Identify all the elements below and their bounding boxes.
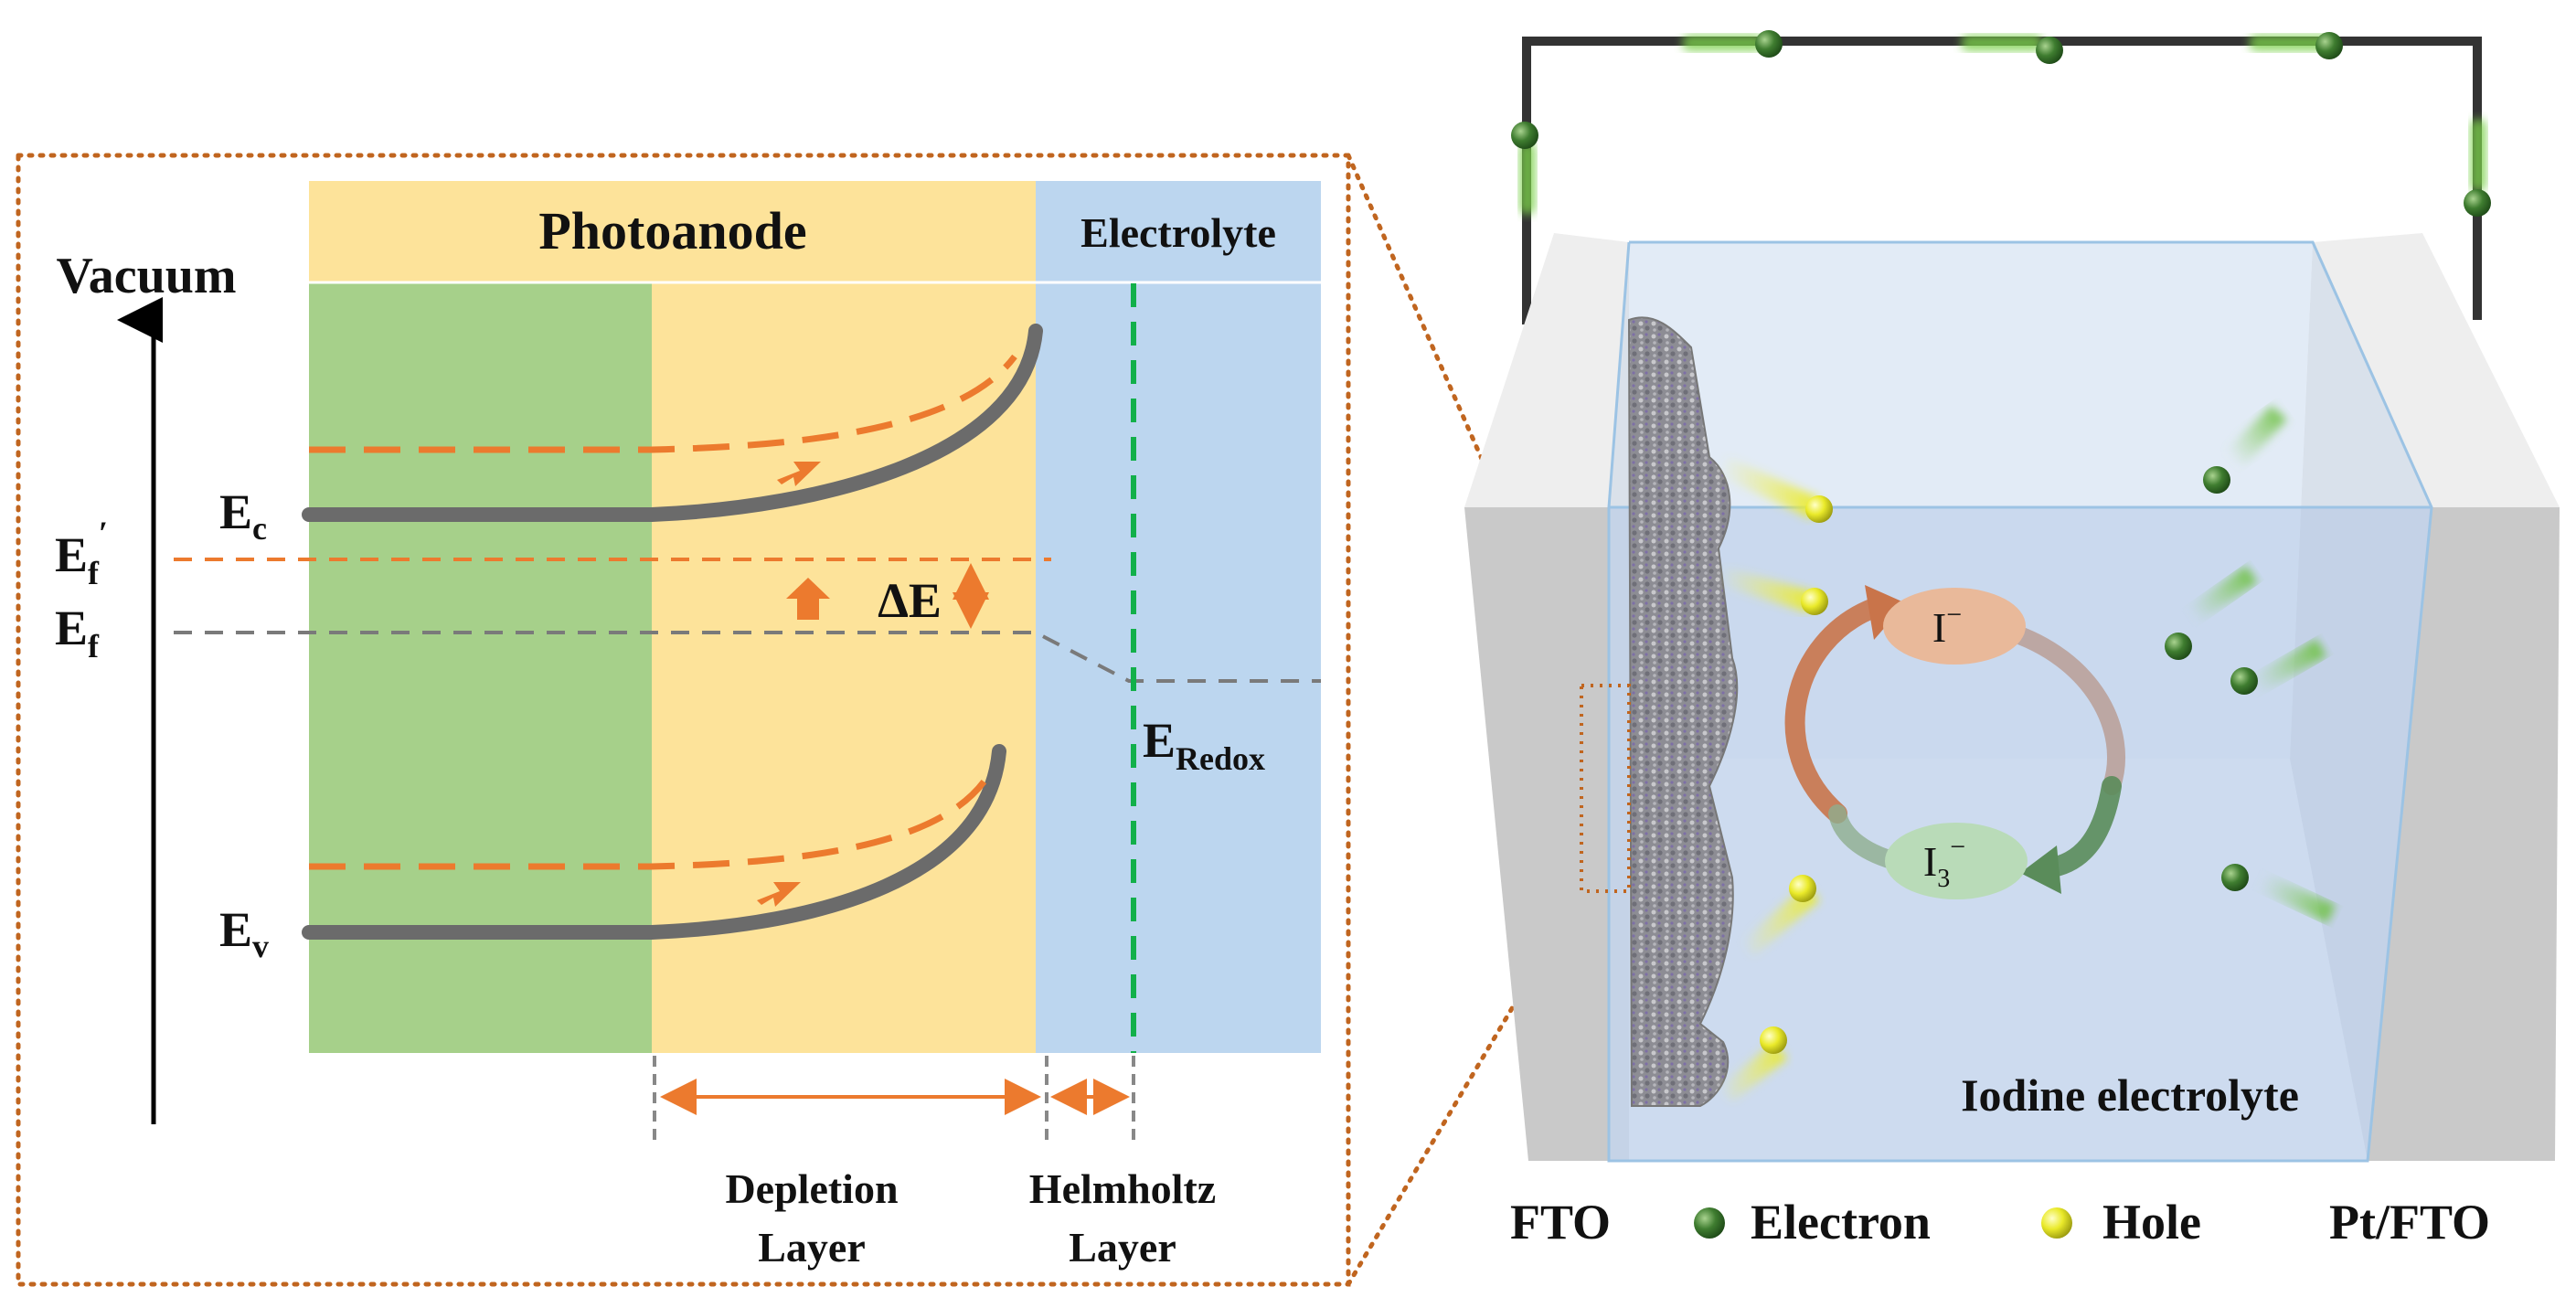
holes bbox=[1719, 457, 1833, 1101]
helmholtz-layer-label-line1: Helmholtz bbox=[1029, 1165, 1216, 1212]
semiconductor-film bbox=[1627, 316, 1739, 1107]
triiodide-ellipse bbox=[1885, 823, 2028, 899]
eredox-label: ERedox bbox=[1143, 713, 1265, 777]
hole-icon bbox=[1801, 588, 1828, 615]
electron-icon bbox=[1511, 122, 1538, 149]
valence-band bbox=[302, 744, 1006, 940]
electron-icon bbox=[2315, 32, 2343, 59]
solar-cell-panel: I− I3− Iodine electrolyte bbox=[1464, 30, 2560, 1163]
electrolyte-top-face bbox=[1609, 242, 2432, 507]
wire-electrons bbox=[1511, 30, 2491, 217]
legend: FTO Electron Hole Pt/FTO bbox=[1510, 1195, 2490, 1250]
redox-cycle: I− I3− bbox=[1784, 585, 2125, 899]
iodide-label: I− bbox=[1932, 600, 1962, 651]
conduction-shift-arrow bbox=[777, 462, 821, 486]
svg-text:Ev: Ev bbox=[219, 902, 269, 964]
electrolyte-label: Electrolyte bbox=[1080, 209, 1276, 256]
electron-icon bbox=[1755, 30, 1783, 58]
vacuum-label: Vacuum bbox=[56, 248, 236, 304]
hole-icon bbox=[1805, 495, 1833, 523]
conduction-band-shifted bbox=[309, 354, 1017, 453]
layer-width-markers bbox=[653, 1056, 1135, 1143]
svg-text:Ec: Ec bbox=[219, 484, 267, 547]
conduction-band bbox=[302, 324, 1043, 522]
hole-icon bbox=[1760, 1026, 1787, 1054]
iodine-electrolyte-caption: Iodine electrolyte bbox=[1961, 1069, 2299, 1121]
electrolyte-header-region bbox=[1036, 181, 1321, 282]
legend-hole-label: Hole bbox=[2102, 1195, 2201, 1250]
ef-label: Ef bbox=[55, 601, 100, 665]
fermi-shift-arrow bbox=[786, 578, 830, 620]
depletion-layer-label-line2: Layer bbox=[758, 1224, 866, 1271]
electrolyte-front-face bbox=[1609, 507, 2432, 1161]
legend-electron-icon bbox=[1694, 1207, 1725, 1239]
bulk-semiconductor-region bbox=[309, 283, 652, 1053]
helmholtz-layer-label-line2: Layer bbox=[1069, 1224, 1176, 1271]
triiodide-label: I3− bbox=[1923, 832, 1965, 893]
cycle-arrow-top-right bbox=[1997, 622, 2125, 795]
fermi-level-line bbox=[174, 631, 1321, 683]
legend-pt-fto-label: Pt/FTO bbox=[2329, 1195, 2490, 1250]
photoanode-header-region bbox=[309, 181, 1036, 282]
fto-slab-top bbox=[1464, 233, 1629, 507]
ev-label: Ev bbox=[219, 902, 269, 964]
legend-hole-icon bbox=[2041, 1207, 2072, 1239]
hole-icon bbox=[1789, 875, 1816, 902]
pt-fto-slab-top bbox=[2313, 233, 2560, 507]
iodide-ellipse bbox=[1883, 588, 2026, 665]
zoom-frame bbox=[16, 153, 1351, 1287]
electron-icon bbox=[2221, 864, 2249, 891]
electron-icon bbox=[2464, 189, 2491, 217]
depletion-layer-label-line1: Depletion bbox=[725, 1165, 898, 1212]
zoom-region-marker bbox=[1580, 684, 1631, 893]
electron-icon bbox=[2165, 633, 2192, 660]
electrolyte-electrons bbox=[2165, 405, 2336, 923]
electrolyte-region bbox=[1036, 283, 1321, 1053]
delta-e-label: ΔE bbox=[878, 573, 942, 628]
svg-text:Ef: Ef bbox=[55, 601, 100, 665]
svg-text:Ef′: Ef′ bbox=[55, 515, 108, 591]
photoanode-label: Photoanode bbox=[538, 201, 806, 261]
legend-electron-label: Electron bbox=[1751, 1195, 1931, 1250]
ec-label: Ec bbox=[219, 484, 267, 547]
ef-prime-label: Ef′ bbox=[55, 515, 108, 591]
legend-fto-label: FTO bbox=[1510, 1195, 1611, 1250]
valence-band-shifted bbox=[309, 775, 990, 870]
svg-text:ERedox: ERedox bbox=[1143, 713, 1265, 777]
band-diagram-panel: Photoanode Electrolyte Vacuum ΔE Ec Ef′ … bbox=[16, 153, 1351, 1287]
valence-shift-arrow bbox=[757, 882, 801, 907]
fto-slab-front bbox=[1464, 507, 1609, 1161]
electron-icon bbox=[2036, 37, 2063, 64]
electron-icon bbox=[2203, 466, 2230, 494]
cycle-arrow-up bbox=[1784, 598, 1884, 824]
depletion-region bbox=[652, 283, 1036, 1053]
electron-icon bbox=[2230, 667, 2258, 695]
